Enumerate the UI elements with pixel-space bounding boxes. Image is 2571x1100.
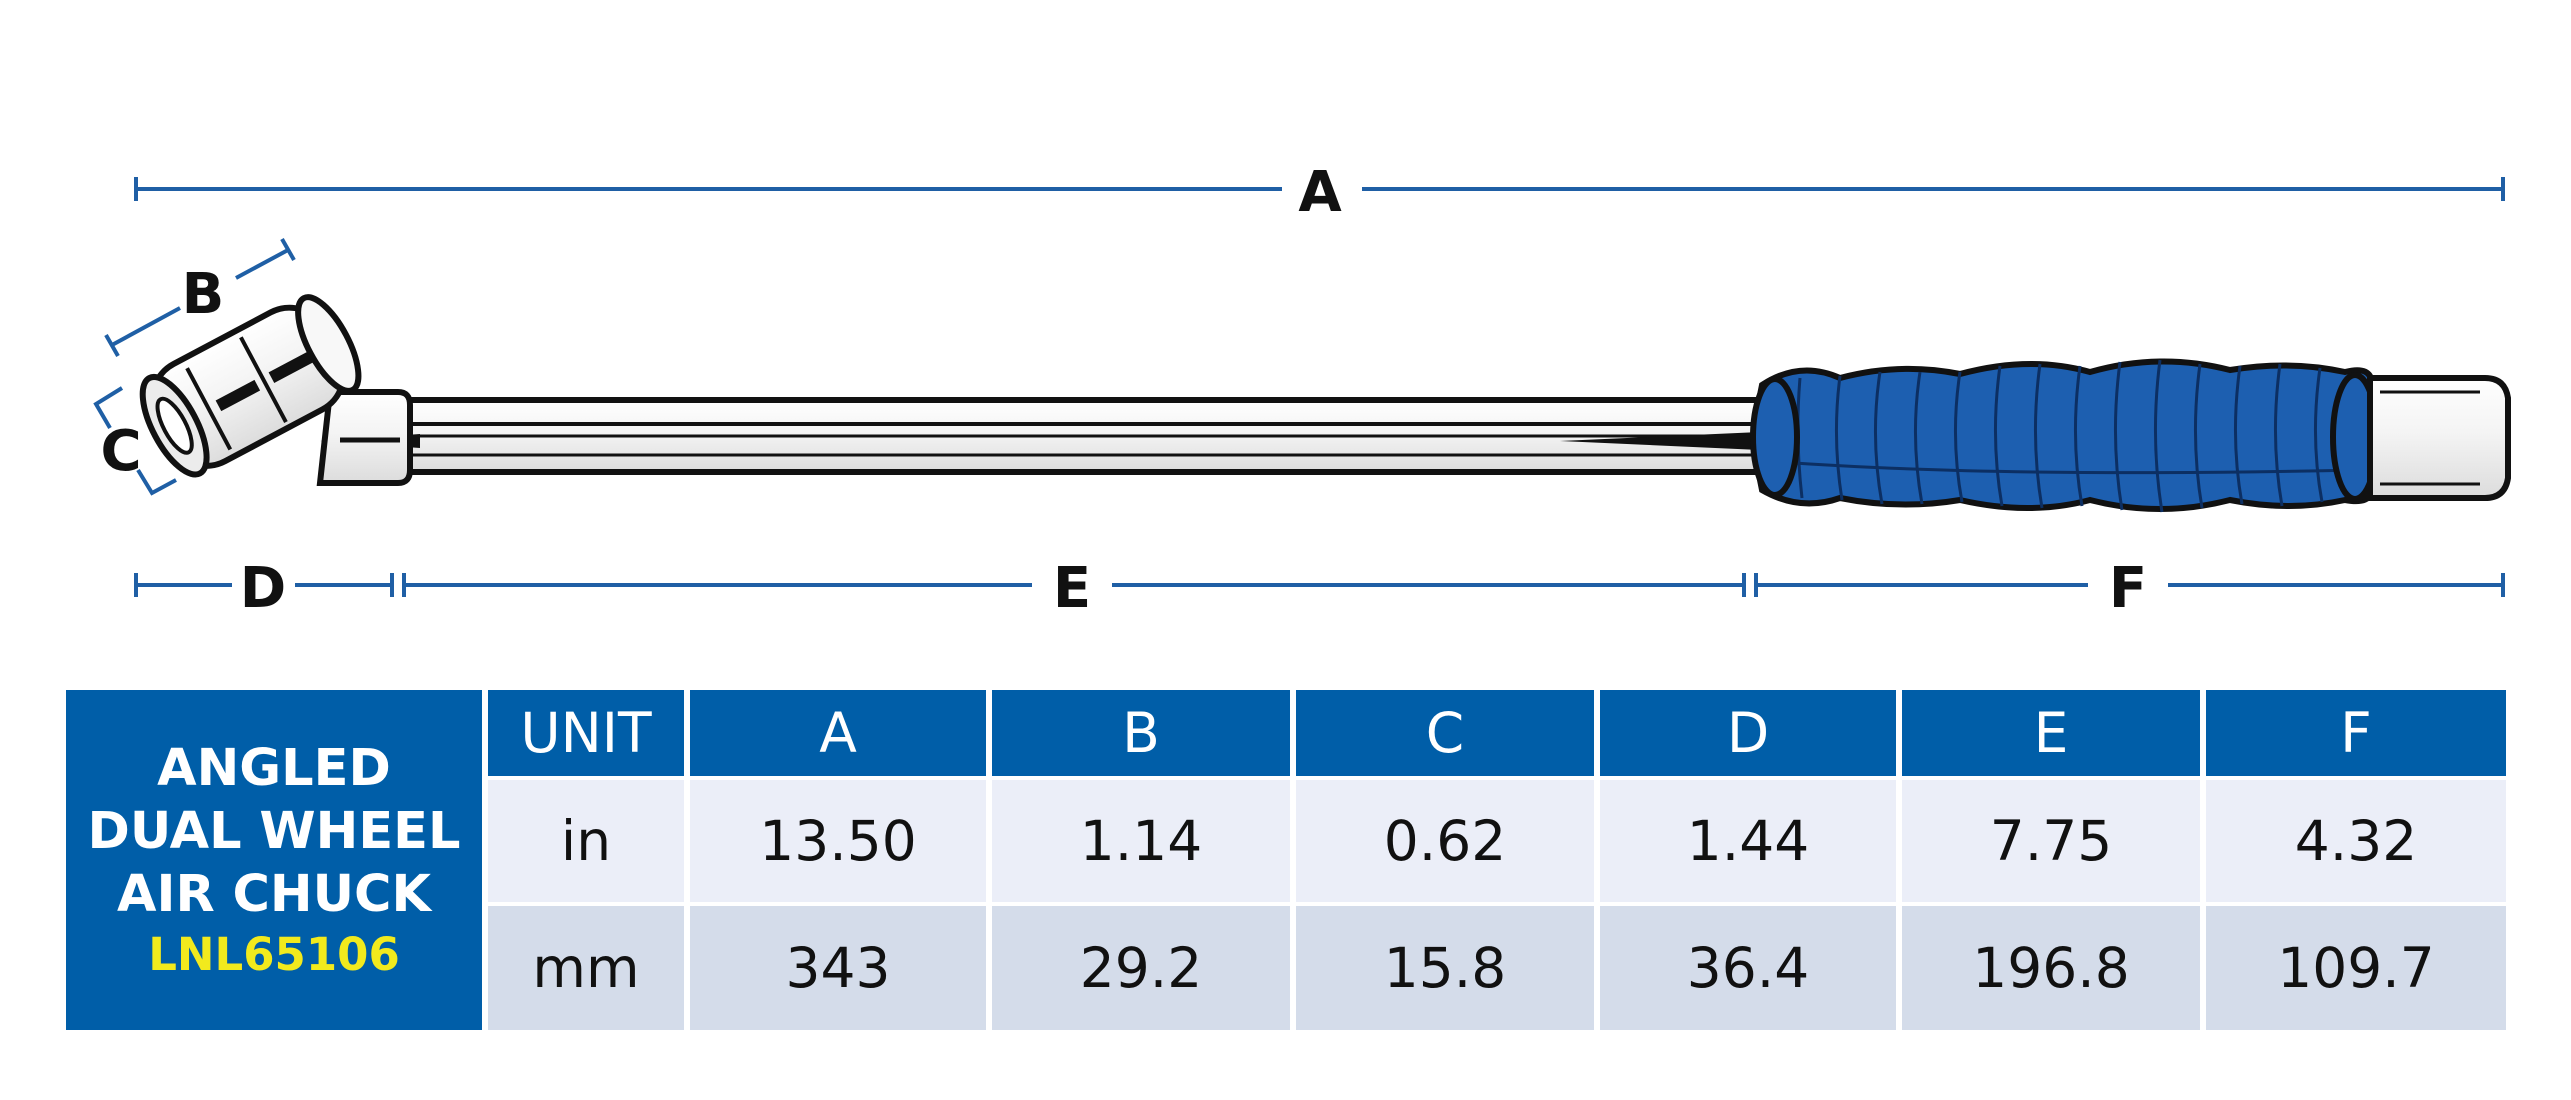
- dimension-label-c: C: [100, 419, 141, 484]
- row-mm-unit: mm: [488, 906, 684, 1030]
- header-unit: UNIT: [488, 690, 684, 776]
- dimension-label-b: B: [182, 262, 225, 327]
- header-col-b: B: [992, 690, 1290, 776]
- dimension-line-c: [93, 386, 177, 496]
- dimension-line-d: [134, 573, 394, 597]
- dimension-line-a: [134, 177, 2505, 201]
- row-mm-f: 109.7: [2206, 906, 2506, 1030]
- row-in-unit: in: [488, 780, 684, 902]
- chuck-collar: [316, 389, 413, 486]
- row-mm-b: 29.2: [992, 906, 1290, 1030]
- row-mm-c: 15.8: [1296, 906, 1594, 1030]
- product-name-line-1: ANGLED: [157, 738, 391, 798]
- row-in-f: 4.32: [2206, 780, 2506, 902]
- product-title-block: ANGLED DUAL WHEEL AIR CHUCK LNL65106: [66, 690, 482, 1030]
- dimension-label-d: D: [240, 556, 286, 621]
- row-mm-e: 196.8: [1902, 906, 2200, 1030]
- header-col-c: C: [1296, 690, 1594, 776]
- row-in-b: 1.14: [992, 780, 1290, 902]
- spec-table: ANGLED DUAL WHEEL AIR CHUCK LNL65106 UNI…: [66, 690, 2506, 1030]
- row-in-c: 0.62: [1296, 780, 1594, 902]
- row-in-e: 7.75: [1902, 780, 2200, 902]
- header-col-f: F: [2206, 690, 2506, 776]
- header-col-a: A: [690, 690, 986, 776]
- product-name-line-2: DUAL WHEEL: [87, 801, 461, 861]
- row-mm-a: 343: [690, 906, 986, 1030]
- row-in-a: 13.50: [690, 780, 986, 902]
- dimension-label-a: A: [1298, 160, 1342, 225]
- dimension-label-e: E: [1053, 556, 1091, 621]
- dimension-label-f: F: [2109, 556, 2147, 621]
- product-name-line-3: AIR CHUCK: [117, 864, 431, 924]
- dimension-line-e: [402, 573, 1746, 597]
- end-cap: [2367, 375, 2511, 501]
- air-chuck-illustration: [139, 294, 2511, 513]
- chuck-shaft: [320, 397, 1778, 475]
- dimension-line-b: [104, 238, 296, 357]
- product-model-number: LNL65106: [148, 927, 400, 981]
- header-col-d: D: [1600, 690, 1896, 776]
- dual-chuck-head: [139, 294, 362, 478]
- dimension-line-f: [1754, 573, 2505, 597]
- row-in-d: 1.44: [1600, 780, 1896, 902]
- header-col-e: E: [1902, 690, 2200, 776]
- rubber-grip: [1750, 358, 2380, 513]
- row-mm-d: 36.4: [1600, 906, 1896, 1030]
- tool-diagram: A B C D E F: [93, 160, 2511, 621]
